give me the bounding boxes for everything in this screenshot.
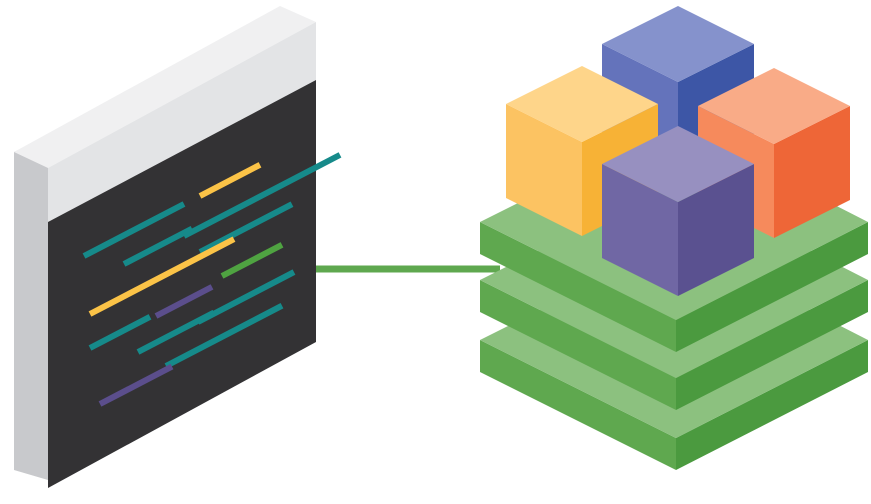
code-line xyxy=(198,201,294,255)
code-line xyxy=(198,162,262,199)
layered-cube-stack xyxy=(480,6,868,470)
code-editor-panel xyxy=(14,6,342,488)
cube-orange-top-face xyxy=(698,68,850,144)
code-line xyxy=(164,303,284,369)
stack-layer-left-face xyxy=(480,222,676,352)
stack-layer-left-face xyxy=(480,280,676,410)
stack-layer-right-face xyxy=(676,340,868,470)
code-line xyxy=(182,152,342,239)
code-line xyxy=(88,314,152,351)
editor-frame-face xyxy=(48,22,316,222)
editor-frame-top xyxy=(14,6,316,168)
cube-yellow-left-face xyxy=(506,104,582,236)
cube-blue-top-face xyxy=(602,6,754,82)
code-lines xyxy=(82,152,342,407)
cube-yellow-top-face xyxy=(506,66,658,142)
cube-orange-right-face xyxy=(774,106,850,238)
editor-frame-side xyxy=(14,136,48,480)
code-line xyxy=(154,284,214,319)
stack-layer-right-face xyxy=(676,222,868,352)
code-line xyxy=(196,269,296,325)
code-line xyxy=(220,242,284,279)
cube-purple-top-face xyxy=(602,126,754,202)
stack-layer-left-face xyxy=(480,340,676,470)
editor-screen xyxy=(48,80,316,488)
code-line xyxy=(98,363,174,407)
code-line xyxy=(82,201,186,259)
cube-purple-left-face xyxy=(602,164,678,296)
code-line xyxy=(88,236,236,317)
stack-layer-right-face xyxy=(676,280,868,410)
code-line xyxy=(122,225,194,267)
cube-purple xyxy=(602,126,754,296)
cube-purple-right-face xyxy=(678,164,754,296)
